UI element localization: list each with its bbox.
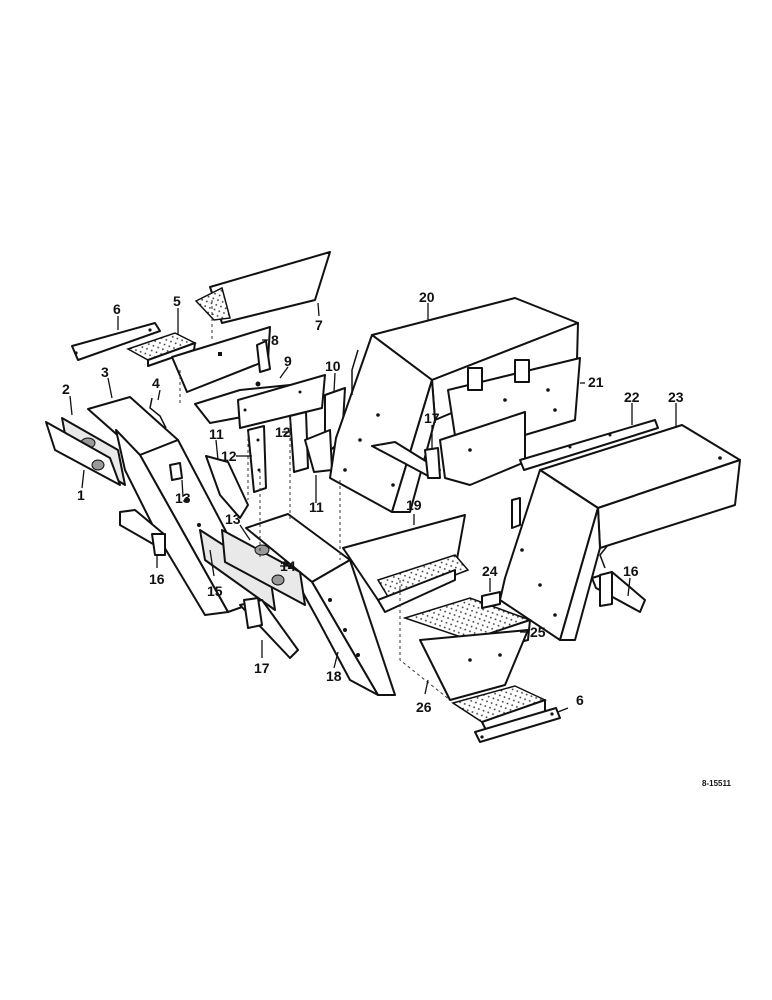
part-1-side-plate <box>45 421 121 486</box>
callout-labels: 6 5 7 8 9 10 4 3 2 1 11 12 12 11 13 13 1… <box>62 289 684 715</box>
part-22-rail <box>519 419 659 471</box>
callout-14: 14 <box>280 558 296 574</box>
part-17-foot-right <box>371 441 441 479</box>
part-4-handle <box>149 397 167 429</box>
callout-12-right: 12 <box>275 424 291 440</box>
part-9-panel <box>194 374 326 429</box>
alignment-lines <box>179 300 451 701</box>
callout-9: 9 <box>284 353 292 369</box>
callout-7: 7 <box>315 317 323 333</box>
part-25-panel <box>419 629 529 701</box>
callout-11-left: 11 <box>209 426 224 442</box>
figure-id: 8-15511 <box>702 779 731 788</box>
part-6-bracket-upper <box>71 322 161 361</box>
callout-4: 4 <box>152 375 160 391</box>
callout-6-lower: 6 <box>576 692 584 708</box>
part-13-block-upper <box>169 462 183 481</box>
callout-5: 5 <box>173 293 181 309</box>
part-23-fender-right <box>499 424 741 641</box>
callout-21: 21 <box>588 374 604 390</box>
part-14-side-plate <box>221 529 306 606</box>
part-26-step <box>451 685 547 731</box>
callout-23: 23 <box>668 389 684 405</box>
callout-25: 25 <box>530 624 546 640</box>
callout-26: 26 <box>416 699 432 715</box>
callout-17-right: 17 <box>424 410 440 426</box>
callout-16-left: 16 <box>149 571 165 587</box>
callout-11-right: 11 <box>309 499 324 515</box>
callout-8: 8 <box>271 332 279 348</box>
callout-1: 1 <box>77 487 85 503</box>
part-11-bracket-left <box>205 455 249 519</box>
callout-3: 3 <box>101 364 109 380</box>
callout-10: 10 <box>325 358 341 374</box>
callout-24: 24 <box>482 563 498 579</box>
part-17-foot-left <box>239 597 299 659</box>
part-18-fender-center <box>245 513 396 696</box>
callout-2: 2 <box>62 381 70 397</box>
callout-13-lower: 13 <box>225 511 241 527</box>
part-6-bracket-lower <box>474 707 561 743</box>
callout-22: 22 <box>624 389 640 405</box>
callout-16-right: 16 <box>623 563 639 579</box>
callout-17-left: 17 <box>254 660 270 676</box>
part-7-top-plate <box>194 251 331 324</box>
part-16-foot-left <box>119 509 166 556</box>
callout-6: 6 <box>113 301 121 317</box>
part-16-foot-right <box>591 544 646 613</box>
part-12-bracket-right <box>289 411 309 473</box>
callout-15: 15 <box>207 583 223 599</box>
callout-19: 19 <box>406 497 422 513</box>
part-11-bracket-right <box>304 429 333 473</box>
callout-12-left: 12 <box>221 448 237 464</box>
part-8-panel <box>171 326 271 393</box>
part-12-bracket-left <box>247 425 267 493</box>
callout-20: 20 <box>419 289 435 305</box>
leader-lines <box>69 302 677 713</box>
part-21-panel <box>439 357 581 486</box>
callout-18: 18 <box>326 668 342 684</box>
callout-13-upper: 13 <box>175 490 191 506</box>
